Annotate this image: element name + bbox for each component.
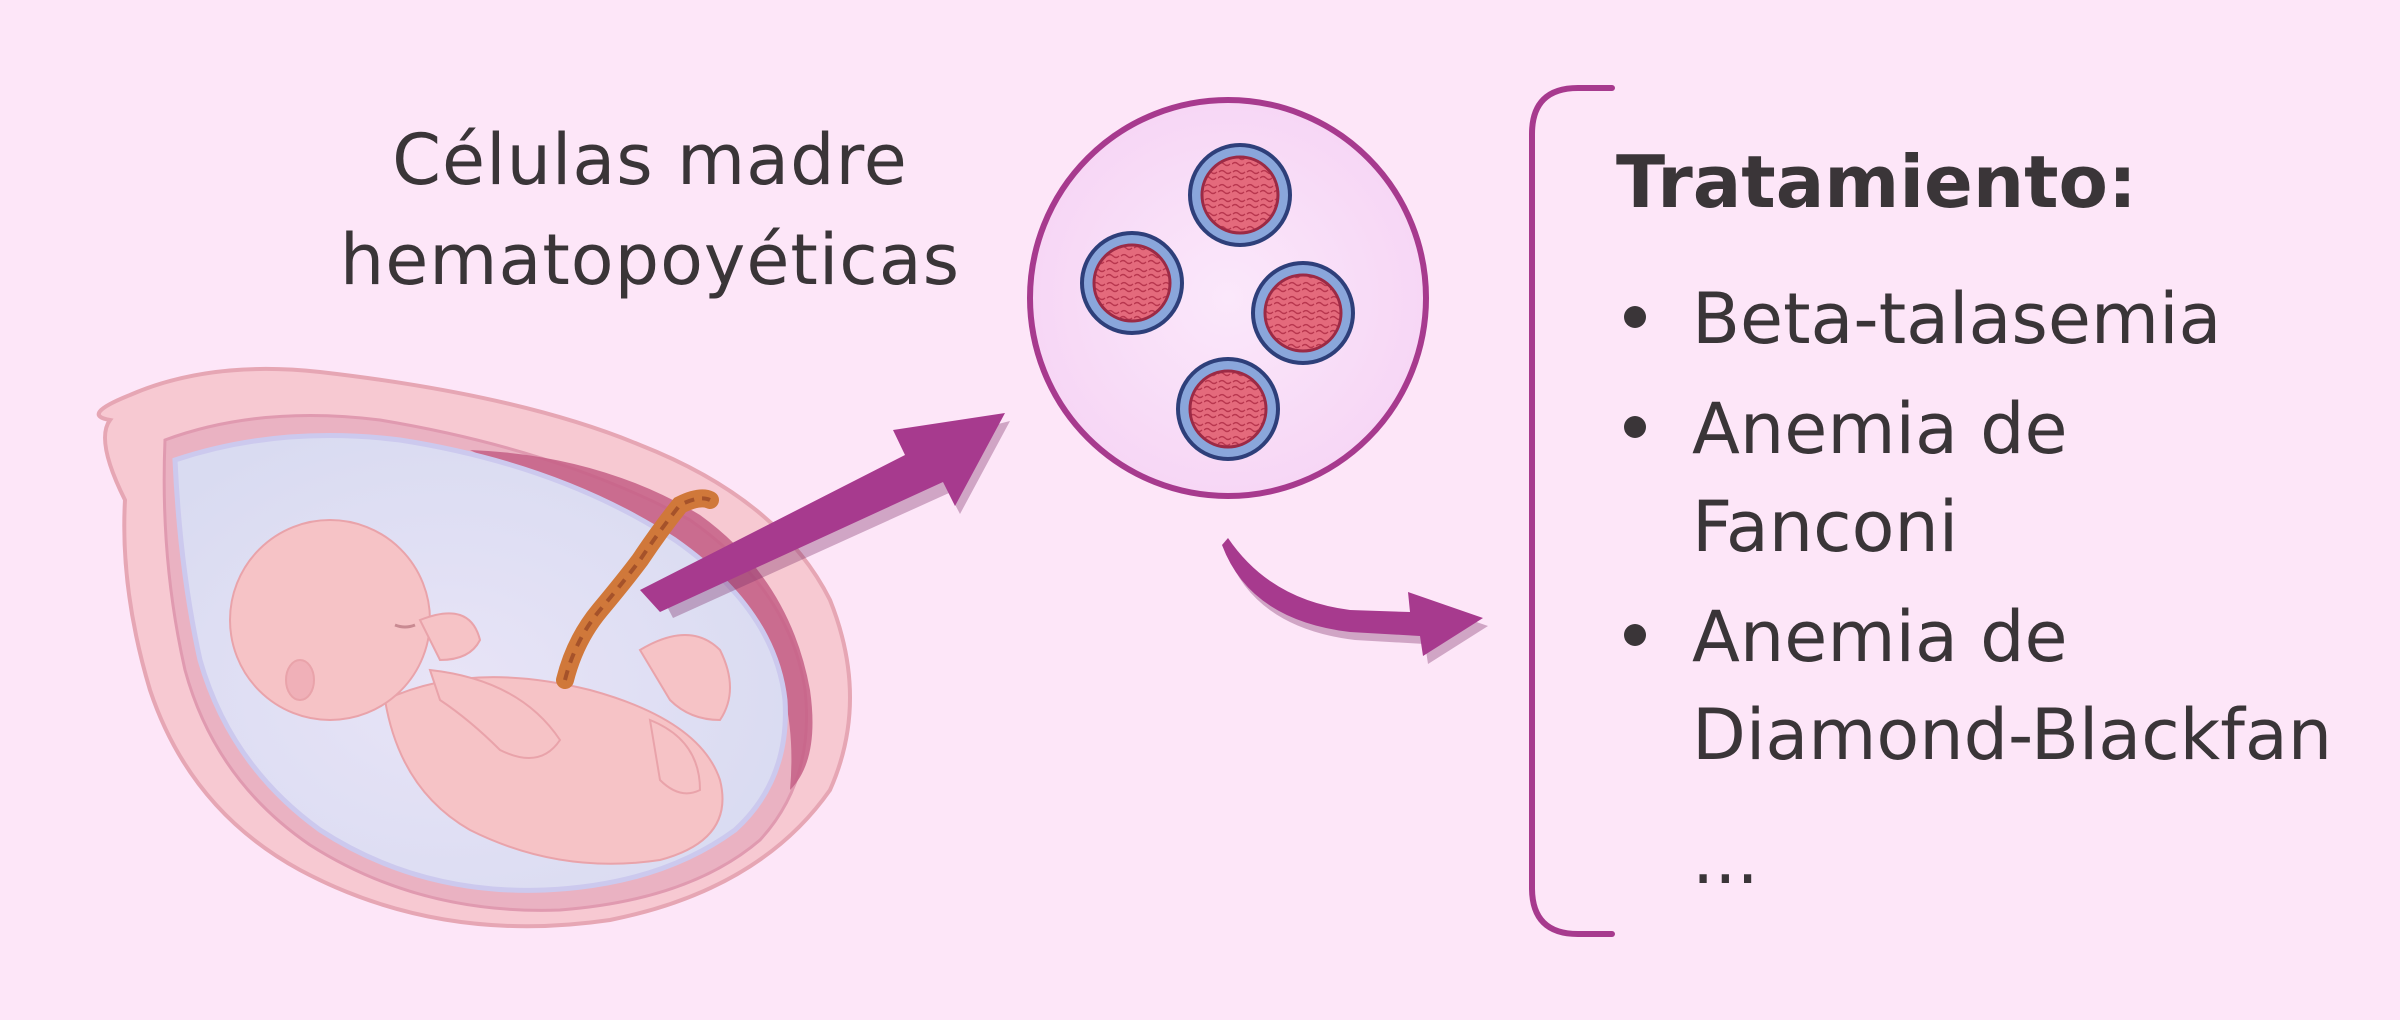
list-item: Anemia de Fanconi xyxy=(1616,380,2332,576)
list-item-text: Beta-talasemia xyxy=(1692,278,2222,360)
heading-line: hematopoyéticas xyxy=(339,219,961,301)
stem-cell xyxy=(1176,357,1280,461)
list-item-text: Fanconi xyxy=(1692,486,1959,568)
stem-cells-heading: Células madre hematopoyéticas xyxy=(250,110,1050,310)
arrow-to-stem-cells xyxy=(640,413,1010,618)
heading-line: Células madre xyxy=(392,119,908,201)
stem-cell xyxy=(1251,261,1355,365)
list-item: Beta-talasemia xyxy=(1616,270,2332,368)
stem-cell xyxy=(1080,231,1184,335)
treatment-ellipsis: ... xyxy=(1692,818,1759,900)
stem-cell-magnified-circle xyxy=(1027,97,1429,499)
stem-cell xyxy=(1188,143,1292,247)
bullet-icon xyxy=(1624,624,1646,646)
list-item-text: Anemia de xyxy=(1692,388,2068,470)
treatment-list: Beta-talasemia Anemia de Fanconi Anemia … xyxy=(1616,270,2332,796)
list-item-text: Anemia de xyxy=(1692,596,2068,678)
bullet-icon xyxy=(1624,306,1646,328)
curved-arrow xyxy=(1222,538,1488,664)
list-item-text: Diamond-Blackfan xyxy=(1692,694,2333,776)
fetus xyxy=(229,519,731,865)
list-item: Anemia de Diamond-Blackfan xyxy=(1616,588,2332,784)
treatment-title: Tratamiento: xyxy=(1616,140,2137,224)
uterus-illustration xyxy=(96,366,852,929)
bullet-icon xyxy=(1624,416,1646,438)
bracket xyxy=(1529,85,1615,937)
